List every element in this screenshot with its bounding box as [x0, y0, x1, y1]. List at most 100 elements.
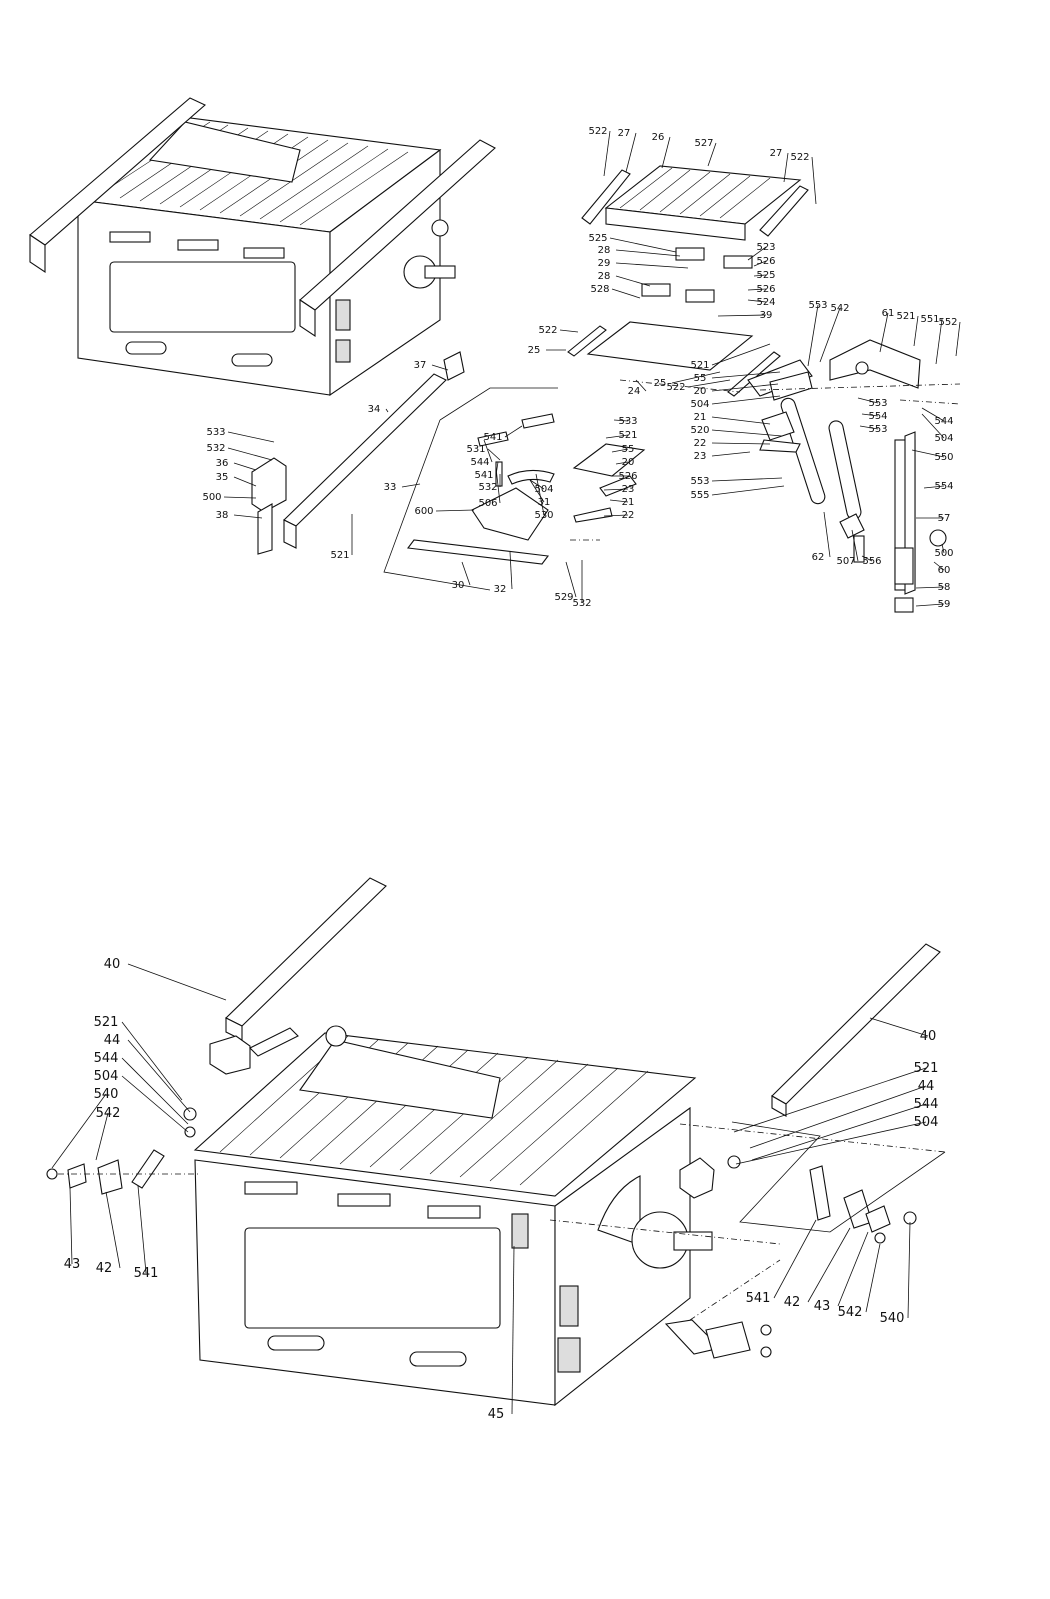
top-part-label: 521	[690, 360, 709, 371]
top-part-label: 60	[938, 565, 951, 576]
bottom-part-label: 44	[104, 1033, 121, 1048]
top-leader-line	[783, 152, 789, 183]
top-part-label: 522	[588, 126, 607, 137]
bottom-part-label: 504	[94, 1069, 119, 1084]
top-part-label: 525	[588, 233, 607, 244]
top-leader-line	[933, 561, 945, 571]
bottom-part-label: 44	[918, 1079, 935, 1094]
top-part-label: 524	[756, 297, 775, 308]
top-part-label: 553	[868, 398, 887, 409]
top-part-label: 531	[466, 444, 485, 455]
top-leader-line	[223, 496, 257, 499]
bottom-part-label: 521	[94, 1015, 119, 1030]
top-part-label: 507	[836, 556, 855, 567]
top-leader-line	[811, 156, 817, 205]
top-leader-line	[747, 299, 767, 303]
top-part-label: 29	[598, 258, 611, 269]
top-leader-line	[611, 448, 629, 453]
bottom-part-label: 540	[94, 1087, 119, 1102]
top-part-label: 533	[206, 427, 225, 438]
top-part-label: 20	[694, 386, 707, 397]
top-part-label: 23	[694, 451, 707, 462]
top-leader-line	[911, 449, 945, 458]
top-part-label: 551	[920, 314, 939, 325]
top-part-label: 27	[770, 148, 783, 159]
bottom-leader-line	[127, 963, 227, 1001]
top-part-label: 520	[690, 425, 709, 436]
top-part-label: 39	[760, 310, 773, 321]
top-part-label: 500	[202, 492, 221, 503]
fence-and-holder	[251, 351, 465, 555]
top-leader-line	[935, 318, 943, 365]
top-part-label: 553	[808, 300, 827, 311]
top-leader-line	[487, 448, 501, 461]
right-clamp-parts	[727, 1155, 917, 1244]
assembled-saw-bottom	[193, 1025, 715, 1407]
top-part-label: 22	[694, 438, 707, 449]
top-leader-line	[711, 442, 771, 445]
top-leader-line	[615, 262, 689, 269]
right-rail	[771, 943, 941, 1117]
bottom-part-label: 42	[784, 1295, 801, 1310]
top-leader-line	[923, 485, 945, 489]
top-part-label: 532	[478, 482, 497, 493]
top-part-label: 34	[368, 404, 381, 415]
top-part-label: 55	[622, 444, 635, 455]
top-part-label: 21	[694, 412, 707, 423]
top-leader-line	[859, 425, 879, 430]
top-leader-line	[401, 483, 421, 488]
top-leader-line	[711, 383, 779, 392]
top-leader-line	[615, 249, 681, 257]
top-leader-line	[861, 413, 879, 417]
top-leader-line	[955, 321, 961, 357]
top-leader-line	[851, 529, 859, 562]
top-part-label: 504	[934, 433, 953, 444]
top-leader-line	[747, 288, 767, 291]
top-leader-line	[385, 408, 389, 413]
bottom-part-label: 544	[94, 1051, 119, 1066]
top-part-label: 522	[666, 382, 685, 393]
bottom-leader-line	[137, 1185, 147, 1274]
top-part-label: 553	[690, 476, 709, 487]
top-part-label: 541	[474, 470, 493, 481]
top-part-label: 28	[598, 245, 611, 256]
top-leader-line	[495, 467, 501, 504]
top-part-label: 504	[690, 399, 709, 410]
top-leader-line	[509, 551, 513, 590]
top-part-label: 61	[882, 308, 895, 319]
top-part-label: 523	[756, 242, 775, 253]
bottom-leader-line	[69, 1187, 73, 1265]
top-part-label: 55	[694, 373, 707, 384]
top-leader-line	[913, 315, 919, 347]
top-part-label: 27	[618, 128, 631, 139]
top-leader-line	[915, 586, 945, 589]
bottom-leader-line	[51, 1093, 107, 1169]
top-part-label: 526	[756, 256, 775, 267]
top-part-label: 526	[756, 284, 775, 295]
bottom-leader-line	[773, 1219, 817, 1299]
top-leader-line	[753, 260, 767, 267]
top-leader-line	[435, 509, 475, 512]
top-leader-line	[707, 142, 717, 167]
top-part-label: 30	[452, 580, 465, 591]
top-leader-line	[233, 462, 257, 471]
top-leader-line	[233, 476, 257, 487]
bottom-frame-lines	[731, 1121, 946, 1233]
top-leader-line	[921, 407, 945, 422]
top-leader-line	[529, 479, 545, 490]
bottom-part-label: 504	[914, 1115, 939, 1130]
top-part-label: 526	[618, 471, 637, 482]
top-part-label: 556	[862, 556, 881, 567]
top-part-label: 544	[470, 457, 489, 468]
top-leader-line	[615, 275, 651, 287]
top-part-label: 555	[690, 490, 709, 501]
left-rail	[209, 877, 387, 1075]
bottom-part-label: 43	[64, 1257, 81, 1272]
top-part-label: 550	[934, 452, 953, 463]
top-part-label: 35	[216, 472, 229, 483]
bottom-leader-line	[121, 1021, 183, 1101]
top-part-label: 62	[812, 552, 825, 563]
top-part-label: 32	[494, 584, 507, 595]
bottom-leader-line	[869, 1017, 929, 1037]
